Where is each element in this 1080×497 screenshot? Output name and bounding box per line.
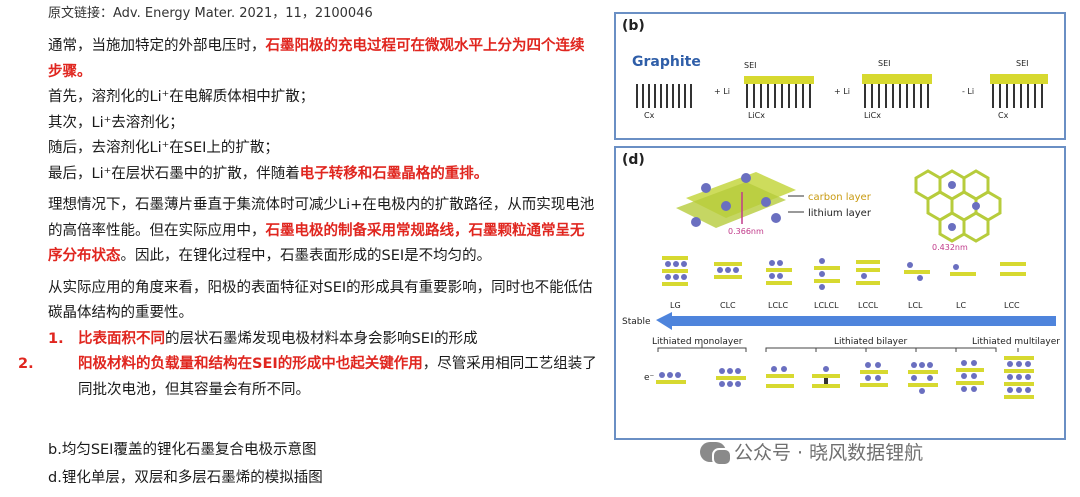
para-ideal: 理想情况下，石墨薄片垂直于集流体时可减少Li+在电极内的扩散路径，从而实现电池的… xyxy=(48,193,598,270)
graphite-bare-electrode xyxy=(636,84,692,108)
panel-d-label: (d) xyxy=(622,152,645,168)
list-item-2-number: 2. xyxy=(18,356,34,372)
caption-d: d.锂化单层，双层和多层石墨烯的模拟插图 xyxy=(48,470,323,486)
graphite-sei-electrode xyxy=(744,76,814,108)
list-item-2-highlight: 阳极材料的负载量和结构在SEI的形成中也起关键作用 xyxy=(78,356,423,372)
stack-label-5: LCL xyxy=(908,301,923,310)
graphite-delithiated-electrode xyxy=(990,74,1048,108)
para-ideal-a: 理想情况下，石墨薄片垂直于集流体时可减少Li+在电极内的扩散路径，从而实现电池的… xyxy=(48,197,595,239)
stable-label: Stable xyxy=(622,317,651,327)
stack-label-0: LG xyxy=(670,301,681,310)
label-cx-1: Cx xyxy=(644,111,655,120)
figure-captions: b.均匀SEI覆盖的锂化石墨复合电极示意图 d.锂化单层，双层和多层石墨烯的模拟… xyxy=(48,436,323,492)
step-3: 随后，去溶剂化Li⁺在SEI上的扩散； xyxy=(48,140,279,156)
bilayer-label: Lithiated bilayer xyxy=(834,337,907,347)
lithium-layer-label: lithium layer xyxy=(808,208,872,219)
stack-label-2: LCLC xyxy=(768,301,789,310)
figure-panel-b: (b) Graphite Cx + Li SEI LiCx + Li xyxy=(614,12,1066,140)
panel-b-label: (b) xyxy=(622,18,645,34)
list-item-1-text: 的层状石墨烯发现电极材料本身会影响SEI的形成 xyxy=(165,330,478,347)
watermark: 公众号 · 晓风数据锂航 xyxy=(700,438,924,466)
figure-panel-d: (d) carbon layer lithium layer 0.366nm xyxy=(614,146,1066,440)
label-licx-2: LiCx xyxy=(864,111,881,120)
stack-label-7: LCC xyxy=(1004,301,1020,310)
layered-structure-3d xyxy=(676,172,796,228)
step-4-text: 最后，Li⁺在层状石墨中的扩散，伴随着 xyxy=(48,165,300,182)
graphite-title: Graphite xyxy=(632,54,701,70)
label-sei-2: SEI xyxy=(878,59,891,68)
hexagonal-lattice xyxy=(914,169,1002,243)
watermark-text: 公众号 · 晓风数据锂航 xyxy=(734,442,924,464)
label-plus-li-2: + Li xyxy=(834,87,850,96)
lithiated-structures-row xyxy=(656,356,1034,399)
stack-label-4: LCCL xyxy=(858,301,879,310)
para-intro-highlight: 石墨阳极的充电过程可在微观水平上分为四个连续步骤。 xyxy=(48,38,585,80)
stack-label-1: CLC xyxy=(720,301,736,310)
wechat-icon xyxy=(700,442,732,466)
multilayer-label: Lithiated multilayer xyxy=(972,337,1060,347)
carbon-layer-label: carbon layer xyxy=(808,192,872,203)
list-item-1-number: 1. xyxy=(48,330,64,347)
label-cx-2: Cx xyxy=(998,111,1009,120)
step-4: 最后，Li⁺在层状石墨中的扩散，伴随着电子转移和石墨晶格的重排。 xyxy=(48,162,598,188)
graphite-lithiated-electrode xyxy=(862,74,932,108)
caption-b: b.均匀SEI覆盖的锂化石墨复合电极示意图 xyxy=(48,442,317,458)
list-item-1: 1. 比表面积不同的层状石墨烯发现电极材料本身会影响SEI的形成 xyxy=(48,327,598,353)
para-practical: 从实际应用的角度来看，阳极的表面特征对SEI的形成具有重要影响，同时也不能低估碳… xyxy=(48,279,593,322)
stack-label-6: LC xyxy=(956,301,966,310)
source-citation: 原文链接：Adv. Energy Mater. 2021，11，2100046 xyxy=(48,6,373,21)
list-item-2-text: ，尽管采用相同工艺组装了同批次电池，但其容量会有所不同。 xyxy=(78,356,597,398)
para-intro: 通常，当施加特定的外部电压时，石墨阳极的充电过程可在微观水平上分为四个连续步骤。 xyxy=(48,34,598,85)
para-intro-text: 通常，当施加特定的外部电压时， xyxy=(48,38,266,54)
distance-label-2: 0.432nm xyxy=(932,243,968,252)
list-item-1-highlight: 比表面积不同 xyxy=(78,330,165,347)
stack-label-3: LCLCL xyxy=(814,301,839,310)
label-minus-li: - Li xyxy=(962,87,974,96)
para-ideal-b: 。因此，在锂化过程中，石墨表面形成的SEI是不均匀的。 xyxy=(120,248,492,264)
graphene-stacks-row xyxy=(662,256,1026,290)
graphite-schematic: Cx + Li SEI LiCx + Li SEI LiCx - Li xyxy=(636,59,1048,120)
stability-arrow xyxy=(656,312,1056,330)
graphene-stack-illustration: carbon layer lithium layer 0.366nm 0.432… xyxy=(622,169,1060,399)
label-licx-1: LiCx xyxy=(748,111,765,120)
step-1: 首先，溶剂化的Li⁺在电解质体相中扩散； xyxy=(48,89,315,105)
body-text: 通常，当施加特定的外部电压时，石墨阳极的充电过程可在微观水平上分为四个连续步骤。… xyxy=(18,34,598,403)
label-sei-1: SEI xyxy=(744,61,757,70)
label-sei-3: SEI xyxy=(1016,59,1029,68)
label-plus-li-1: + Li xyxy=(714,87,730,96)
category-brackets xyxy=(657,344,1019,352)
monolayer-label: Lithiated monolayer xyxy=(652,337,743,347)
step-4-highlight: 电子转移和石墨晶格的重排。 xyxy=(299,165,489,182)
distance-label-1: 0.366nm xyxy=(728,227,764,236)
para-ideal-highlight: 石墨电极的制备采用常规路线，石墨颗粒通常呈无序分布状态 xyxy=(48,222,585,265)
step-2: 其次，Li⁺去溶剂化； xyxy=(48,114,184,131)
list-item-2: 2. 阳极材料的负载量和结构在SEI的形成中也起关键作用，尽管采用相同工艺组装了同… xyxy=(18,352,598,403)
electron-label: e⁻ xyxy=(644,373,655,383)
